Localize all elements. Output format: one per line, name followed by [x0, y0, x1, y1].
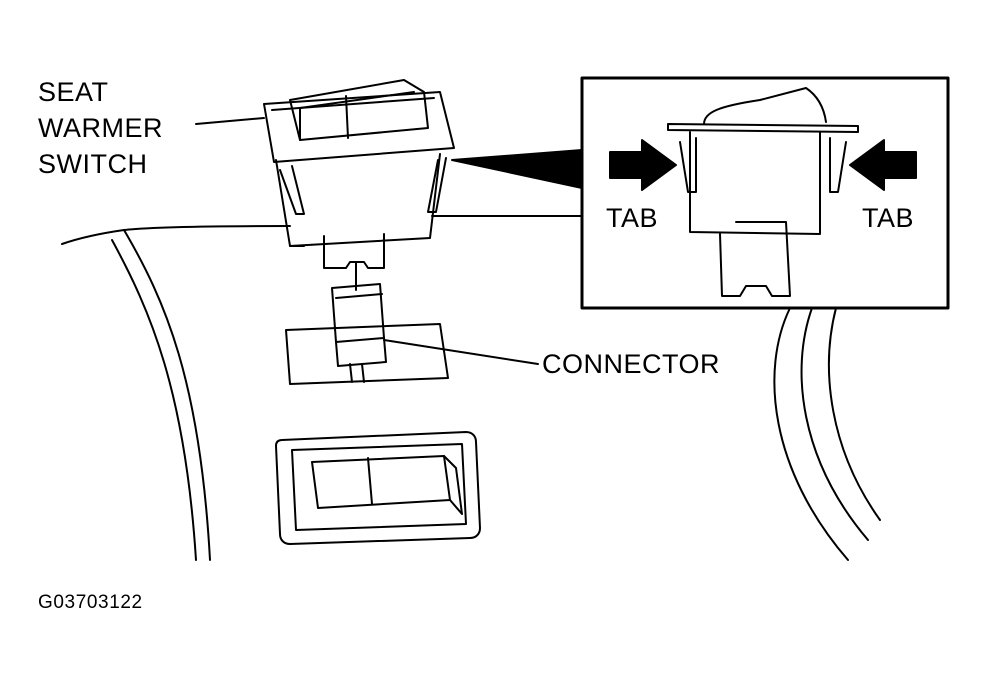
detail-inset — [580, 76, 950, 310]
left-arrow-icon — [609, 139, 677, 191]
figure-code: G03703122 — [38, 592, 143, 613]
connector-label: CONNECTOR — [542, 349, 721, 379]
seat-warmer-label-line2: WARMER — [38, 113, 163, 143]
connector — [285, 261, 449, 385]
tab-label-right: TAB — [862, 203, 915, 233]
dashboard-panel-outline — [61, 215, 881, 561]
detail-pointer — [451, 149, 583, 189]
seat-warmer-label-line1: SEAT — [38, 77, 109, 107]
tab-label-left: TAB — [606, 203, 659, 233]
seat-warmer-switch — [263, 79, 455, 269]
seat-warmer-label-line3: SWITCH — [38, 149, 148, 179]
installed-switch — [275, 431, 481, 545]
right-arrow-icon — [849, 139, 917, 191]
leader-lines — [195, 117, 539, 365]
